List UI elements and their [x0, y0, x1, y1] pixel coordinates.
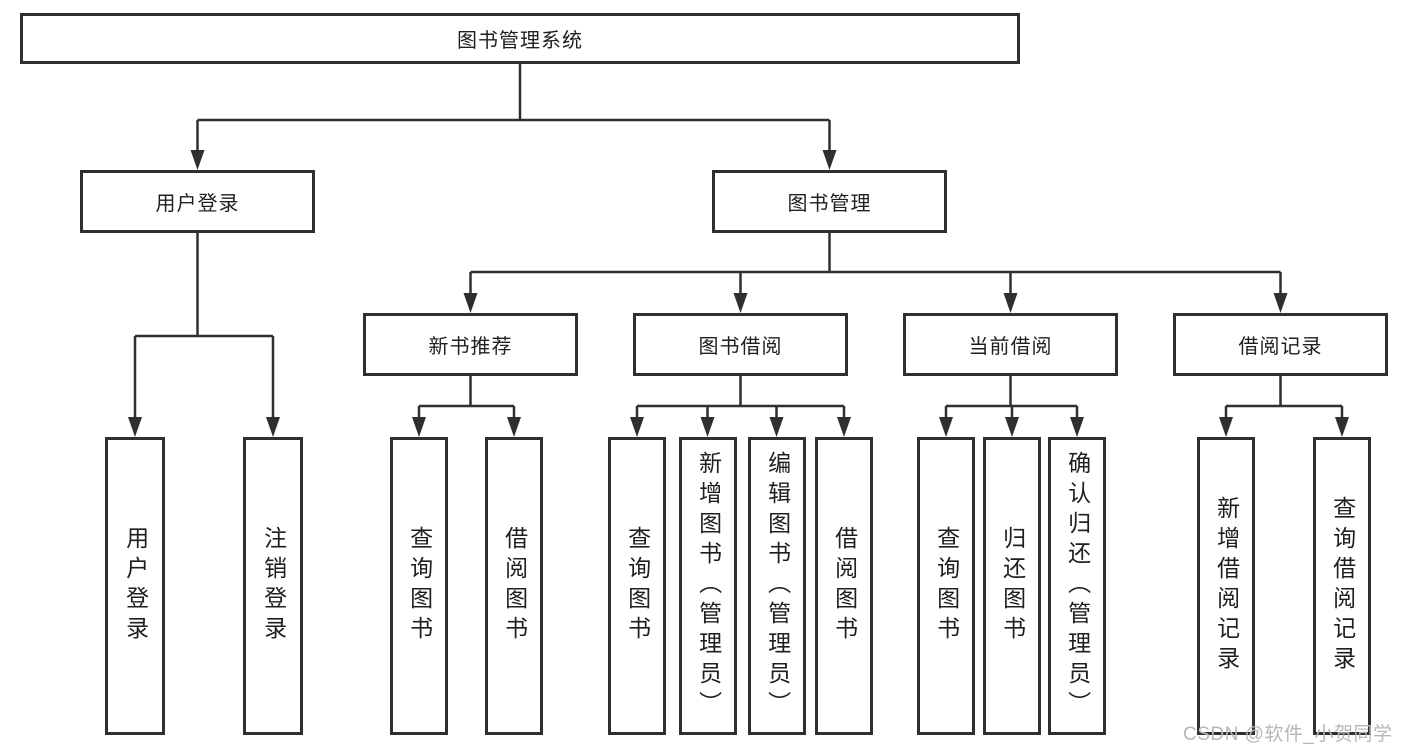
leaf-logout: 注销登录: [243, 437, 303, 735]
leaf-records-add-record-label: 新增借阅记录: [1213, 496, 1240, 676]
leaf-current-confirm-return-admin: 确认归还（管理员）: [1048, 437, 1106, 735]
leaf-current-query-books-label: 查询图书: [933, 526, 960, 646]
node-root: 图书管理系统: [20, 13, 1020, 64]
node-new-book-recommend-label: 新书推荐: [428, 336, 513, 358]
leaf-current-confirm-return-admin-label: 确认归还（管理员）: [1064, 451, 1091, 721]
leaf-borrow-add-books-admin: 新增图书（管理员）: [679, 437, 737, 735]
leaf-borrow-borrow-books: 借阅图书: [815, 437, 873, 735]
leaf-records-query-record-label: 查询借阅记录: [1329, 496, 1356, 676]
node-book-management: 图书管理: [712, 170, 947, 233]
leaf-newbook-query-books: 查询图书: [390, 437, 448, 735]
leaf-borrow-query-books-label: 查询图书: [624, 526, 651, 646]
leaf-newbook-borrow-books: 借阅图书: [485, 437, 543, 735]
watermark: CSDN @软件_小贺同学: [1183, 724, 1393, 745]
leaf-borrow-edit-books-admin: 编辑图书（管理员）: [748, 437, 806, 735]
node-borrow-records-label: 借阅记录: [1238, 336, 1323, 358]
leaf-newbook-query-books-label: 查询图书: [406, 526, 433, 646]
node-borrow-records: 借阅记录: [1173, 313, 1388, 376]
node-root-label: 图书管理系统: [457, 30, 583, 52]
node-user-login: 用户登录: [80, 170, 315, 233]
leaf-user-login-label: 用户登录: [122, 526, 149, 646]
leaf-borrow-edit-books-admin-label: 编辑图书（管理员）: [764, 451, 791, 721]
leaf-records-add-record: 新增借阅记录: [1197, 437, 1255, 735]
leaf-current-query-books: 查询图书: [917, 437, 975, 735]
leaf-borrow-query-books: 查询图书: [608, 437, 666, 735]
leaf-borrow-add-books-admin-label: 新增图书（管理员）: [695, 451, 722, 721]
node-current-borrow-label: 当前借阅: [968, 336, 1053, 358]
node-book-borrow-label: 图书借阅: [698, 336, 783, 358]
leaf-newbook-borrow-books-label: 借阅图书: [501, 526, 528, 646]
node-current-borrow: 当前借阅: [903, 313, 1118, 376]
leaf-current-return-books-label: 归还图书: [999, 526, 1026, 646]
node-new-book-recommend: 新书推荐: [363, 313, 578, 376]
node-user-login-label: 用户登录: [155, 193, 240, 215]
node-book-borrow: 图书借阅: [633, 313, 848, 376]
leaf-logout-label: 注销登录: [260, 526, 287, 646]
leaf-records-query-record: 查询借阅记录: [1313, 437, 1371, 735]
leaf-borrow-borrow-books-label: 借阅图书: [831, 526, 858, 646]
node-book-management-label: 图书管理: [787, 193, 872, 215]
leaf-user-login: 用户登录: [105, 437, 165, 735]
leaf-current-return-books: 归还图书: [983, 437, 1041, 735]
